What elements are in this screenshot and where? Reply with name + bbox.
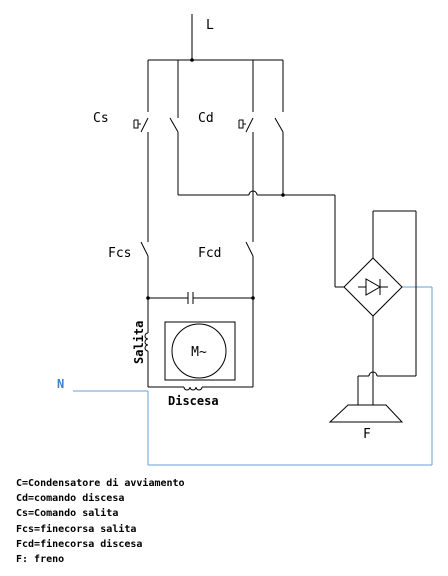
cd-switch bbox=[238, 117, 284, 242]
fcs-switch bbox=[140, 241, 149, 298]
brake bbox=[328, 404, 404, 423]
legend-item-cs: Cs=Comando salita bbox=[16, 508, 119, 520]
motor-label: M~ bbox=[191, 345, 207, 360]
cross-wire bbox=[178, 190, 344, 288]
cs-switch bbox=[133, 112, 179, 242]
salita-label: Salita bbox=[132, 321, 146, 364]
legend: C=Condensatore di avviamento Cd=comando … bbox=[16, 476, 185, 567]
fcd-switch bbox=[245, 241, 254, 298]
cd-label: Cd bbox=[198, 111, 214, 126]
discesa-winding bbox=[178, 298, 254, 391]
cs-label: Cs bbox=[93, 111, 109, 126]
neutral-wire bbox=[73, 286, 433, 466]
salita-winding bbox=[144, 298, 178, 388]
motor bbox=[164, 321, 236, 381]
legend-item-capacitor: C=Condensatore di avviamento bbox=[16, 478, 185, 489]
legend-item-cd: Cd=comando discesa bbox=[16, 493, 125, 505]
legend-item-brake: F: freno bbox=[16, 554, 65, 566]
legend-item-fcs: Fcs=finecorsa salita bbox=[16, 523, 137, 535]
bridge-rectifier bbox=[343, 210, 417, 405]
neutral-label: N bbox=[57, 377, 64, 391]
discesa-label: Discesa bbox=[168, 394, 219, 408]
supply-line bbox=[147, 14, 284, 112]
fcs-label: Fcs bbox=[108, 246, 131, 261]
legend-item-fcd: Fcd=finecorsa discesa bbox=[16, 538, 143, 550]
brake-label: F bbox=[363, 427, 371, 442]
fcd-label: Fcd bbox=[198, 246, 221, 261]
capacitor bbox=[146, 292, 255, 304]
line-label: L bbox=[206, 18, 214, 33]
